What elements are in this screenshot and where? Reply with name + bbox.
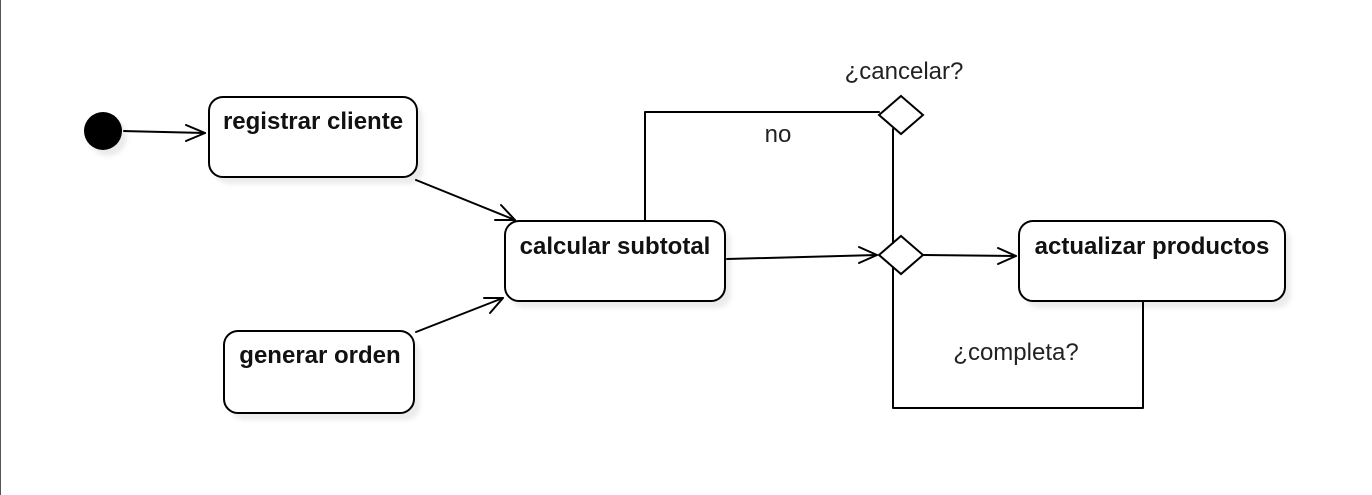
edge-registrar-to-calcular	[415, 179, 516, 221]
activity-registrar-cliente[interactable]: registrar cliente	[208, 96, 423, 184]
edge-initial-to-registrar	[123, 124, 206, 142]
edge-decision-to-actualizar	[923, 247, 1017, 265]
frame-left-border	[0, 0, 1, 495]
activity-actualizar-productos[interactable]: actualizar productos	[1018, 220, 1291, 308]
activity-generar-orden-label: generar orden	[239, 342, 400, 369]
edge-generar-to-calcular	[415, 297, 504, 333]
initial-node	[84, 112, 127, 156]
label-no: no	[765, 121, 792, 148]
decision-completa[interactable]	[877, 234, 925, 276]
edge-calcular-to-decision	[726, 246, 878, 264]
activity-generar-orden[interactable]: generar orden	[223, 330, 420, 420]
activity-calcular-subtotal-label: calcular subtotal	[520, 233, 711, 260]
label-completa: ¿completa?	[953, 339, 1078, 366]
label-cancelar: ¿cancelar?	[845, 58, 964, 85]
edge-actualizar-completa-loop	[892, 266, 1144, 409]
decision-cancelar[interactable]	[877, 94, 925, 136]
activity-actualizar-productos-label: actualizar productos	[1035, 233, 1270, 260]
activity-calcular-subtotal[interactable]: calcular subtotal	[504, 220, 731, 308]
edge-cancelar-no-to-calcular	[644, 111, 880, 222]
activity-registrar-cliente-label: registrar cliente	[223, 108, 403, 135]
